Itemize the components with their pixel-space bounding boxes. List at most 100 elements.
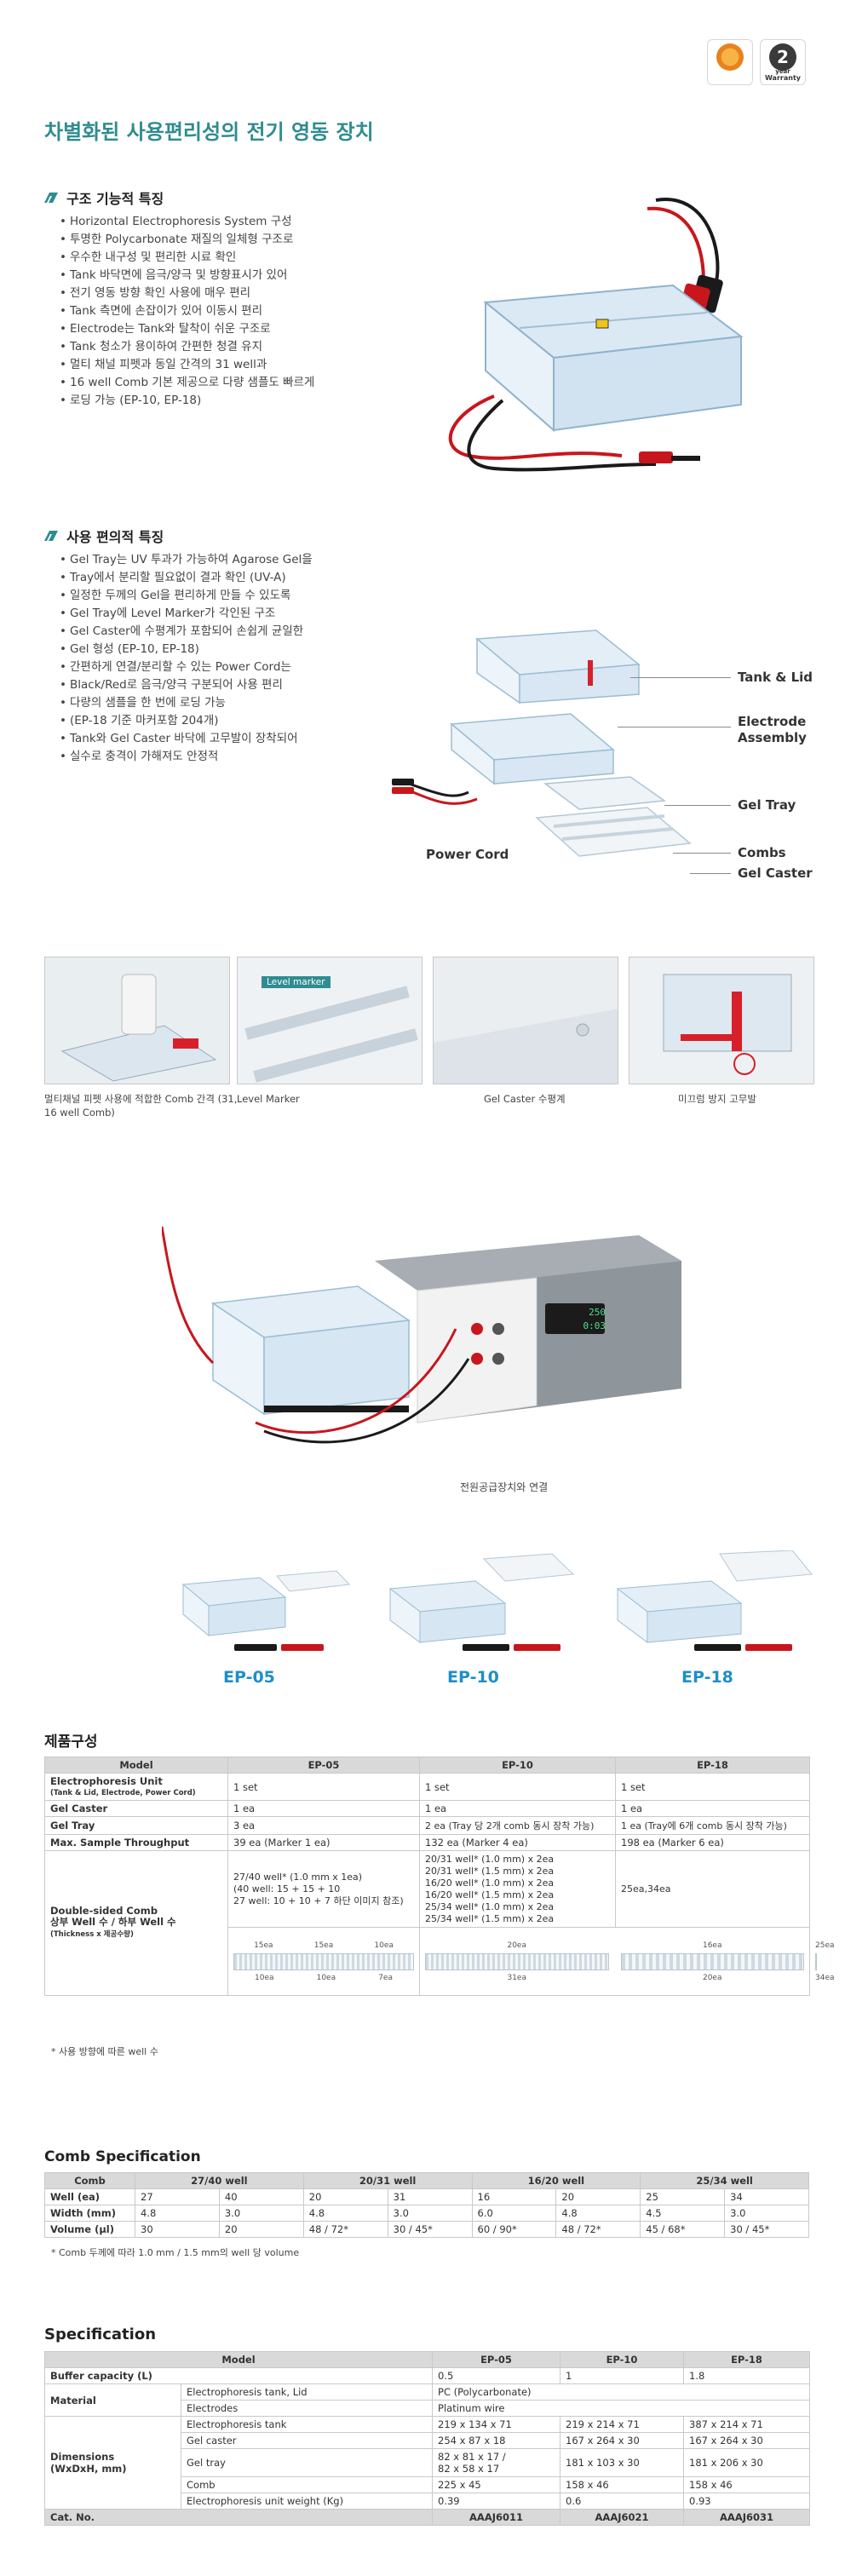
hero-tank-illustration	[448, 198, 744, 472]
certification-seal-icon	[716, 43, 744, 71]
table-cell: 1 ea	[419, 1800, 616, 1817]
callout-line	[630, 677, 731, 678]
table-cell: 25ea,34ea	[615, 1850, 810, 1928]
table-header: EP-18	[683, 2351, 811, 2368]
table-cell: 3.0	[724, 2205, 809, 2222]
comb-count: 20ea	[507, 1941, 526, 1950]
ep18-illustration	[616, 1550, 813, 1651]
table-cell: 387 x 214 x 71	[683, 2416, 811, 2433]
table-cell: 60 / 90*	[471, 2221, 557, 2238]
photo-gel-caster	[433, 957, 618, 1084]
table-cell: AAAJ6021	[560, 2509, 685, 2526]
table-header-row: Model EP-05 EP-10 EP-18	[44, 1757, 810, 1774]
table-row: Dimensions(WxDxH, mm) Electrophoresis ta…	[44, 2416, 811, 2510]
table-header: EP-05	[227, 1757, 420, 1774]
callout-gel-tray: Gel Tray	[738, 797, 796, 813]
comb-spec-title: Comb Specification	[44, 2148, 201, 2165]
section1-bullet: Horizontal Electrophoresis System 구성	[60, 213, 375, 231]
table-header: 27/40 well	[135, 2172, 304, 2189]
comb-count: 10ea	[255, 1973, 274, 1982]
comb-row-label: Double-sided Comb	[50, 1905, 158, 1917]
table-cell: 198 ea (Marker 6 ea)	[615, 1834, 810, 1851]
table-cell: Platinum wire	[432, 2400, 811, 2417]
warranty-year: year	[775, 68, 790, 75]
callout-power-cord: Power Cord	[426, 847, 509, 862]
section1-bullet: Tank 측면에 손잡이가 있어 이동시 편리	[60, 302, 375, 320]
table-cell: 181 x 206 x 30	[683, 2448, 811, 2477]
section2-bullet: Gel 형성 (EP-10, EP-18)	[60, 641, 375, 658]
table-header: 20/31 well	[302, 2172, 473, 2189]
comb-shape	[815, 1952, 817, 1970]
table-cell: Gel caster	[180, 2432, 434, 2449]
table-cell: Gel tray	[180, 2448, 434, 2477]
comb-diagram-ep10: 20ea 31ea 16ea 20ea	[419, 1927, 810, 1996]
page-title: 차별화된 사용편리성의 전기 영동 장치	[44, 120, 374, 144]
table-cell: 1 ea (Tray에 6개 comb 동시 장착 가능)	[615, 1816, 810, 1835]
comb-count-row: 15ea 15ea 10ea	[233, 1941, 414, 1950]
callout-combs: Combs	[738, 845, 786, 860]
row-label: Volume (μl)	[44, 2221, 135, 2238]
table-cell: 34	[724, 2188, 809, 2205]
row-label: Dimensions(WxDxH, mm)	[44, 2416, 181, 2510]
power-display-volts: 250	[589, 1307, 606, 1318]
row-label: Double-sided Comb 상부 Well 수 / 하부 Well 수 …	[44, 1850, 228, 1996]
table-row-comb-diagram: 15ea 15ea 10ea 10ea 10ea 7ea 20ea 31ea	[45, 1927, 835, 1996]
ep05-illustration	[181, 1570, 351, 1651]
photo-comb-pipette	[44, 957, 230, 1084]
row-label-main: Electrophoresis Unit	[50, 1774, 163, 1787]
section2-bullet: 일정한 두께의 Gel을 편리하게 만들 수 있도록	[60, 587, 375, 605]
table-cell: 1 set	[419, 1773, 616, 1801]
warranty-number: 2	[769, 43, 796, 71]
table-cell: 0.6	[560, 2493, 685, 2510]
table-cell: 20	[218, 2221, 304, 2238]
comb-spec-table: Comb 27/40 well 20/31 well 16/20 well 25…	[44, 2172, 809, 2238]
table-cell: 31	[387, 2188, 473, 2205]
table-row: Gel Tray 3 ea 2 ea (Tray 당 2개 comb 동시 장착…	[44, 1816, 810, 1835]
table-row: Gel Caster 1 ea 1 ea 1 ea	[44, 1800, 810, 1817]
comb-shape	[425, 1952, 609, 1970]
section2-bullet: (EP-18 기준 마커포함 204개)	[60, 712, 375, 730]
level-marker-tag: Level marker	[262, 976, 331, 988]
certification-badge	[707, 39, 753, 85]
callout-line	[690, 873, 731, 874]
section2-heading: 사용 편의적 특징	[44, 526, 164, 546]
section1-bullet: Tank 바닥면에 음극/양극 및 방향표시가 있어	[60, 267, 375, 285]
model-label-ep18: EP-18	[681, 1668, 733, 1687]
ep10-illustration	[388, 1553, 575, 1651]
table-row: Width (mm) 4.8 3.0 4.8 3.0 6.0 4.8 4.5 3…	[44, 2205, 809, 2222]
comb-count: 31ea	[507, 1973, 526, 1982]
table-cell: 16	[471, 2188, 557, 2205]
section1-bullet: 투명한 Polycarbonate 재질의 일체형 구조로	[60, 231, 375, 249]
table-cell: 0.39	[432, 2493, 561, 2510]
table-cell: 219 x 214 x 71	[560, 2416, 685, 2433]
table-header: 16/20 well	[471, 2172, 641, 2189]
comb-count: 15ea	[313, 1941, 334, 1950]
callout-gel-caster: Gel Caster	[738, 865, 813, 881]
table-cell: 3 ea	[227, 1816, 420, 1835]
photo-caption: Level Marker	[237, 1093, 300, 1105]
composition-note: * 사용 방향에 따른 well 수	[51, 2046, 158, 2057]
section1-bullet: Electrode는 Tank와 탈착이 쉬운 구조로	[60, 320, 375, 338]
table-cell: 1 ea	[615, 1800, 810, 1817]
table-cell: Electrophoresis unit weight (Kg)	[180, 2493, 434, 2510]
table-cell: 4.5	[640, 2205, 726, 2222]
table-row: Buffer capacity (L) 0.5 1 1.8	[43, 2367, 811, 2384]
composition-title: 제품구성	[44, 1734, 98, 1751]
table-row: Gel tray 82 x 81 x 17 / 82 x 58 x 17 181…	[45, 2448, 811, 2477]
table-header-row: Model EP-05 EP-10 EP-18	[43, 2351, 811, 2368]
power-display-time: 0:03	[583, 1320, 606, 1331]
table-header: EP-05	[432, 2351, 561, 2368]
comb-diagram: 20ea 31ea	[425, 1941, 609, 1982]
row-label: Material	[44, 2383, 181, 2417]
row-label: Electrophoresis Unit(Tank & Lid, Electro…	[44, 1773, 228, 1801]
model-label-ep10: EP-10	[447, 1668, 499, 1687]
row-label: Max. Sample Throughput	[44, 1834, 228, 1851]
table-row-comb: Double-sided Comb 상부 Well 수 / 하부 Well 수 …	[44, 1850, 810, 1996]
table-cell: 3.0	[218, 2205, 304, 2222]
comb-spec-note: * Comb 두께에 따라 1.0 mm / 1.5 mm의 well 당 vo…	[51, 2247, 300, 2258]
row-label: Gel Tray	[44, 1816, 228, 1835]
section-mark-icon	[44, 193, 58, 203]
table-row: Electrophoresis Unit(Tank & Lid, Electro…	[44, 1773, 810, 1801]
exploded-view-illustration	[392, 630, 692, 857]
section-mark-icon	[44, 531, 58, 541]
